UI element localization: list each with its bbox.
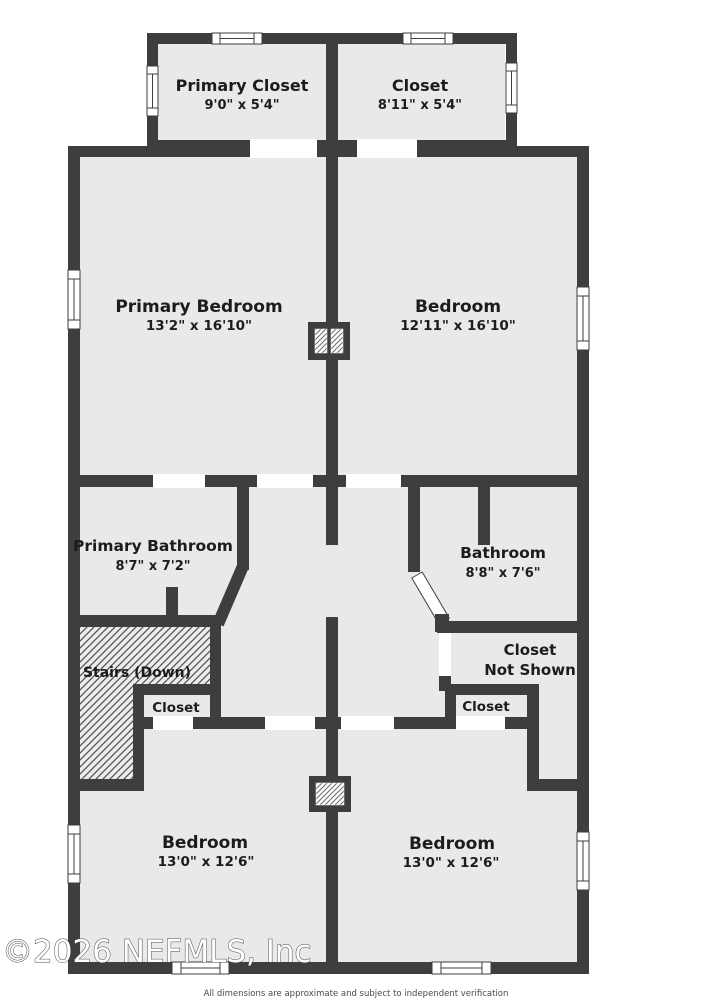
room-label-primary-bathroom: Primary Bathroom (73, 537, 233, 555)
room-dims-primary-bathroom: 8'7" x 7'2" (115, 559, 190, 574)
window-symbol (67, 269, 81, 330)
window-symbol (67, 824, 81, 884)
bathroom-door-jamb (435, 614, 449, 632)
chimney-symbol (309, 776, 351, 812)
room-label-bedroom-upper-right: Bedroom (415, 297, 501, 317)
room-label-bedroom-lower-left: Bedroom (162, 833, 248, 853)
stairs-hatch (80, 627, 210, 779)
room-labels: Primary Closet 9'0" x 5'4" Closet 8'11" … (73, 76, 576, 871)
window-symbol (431, 961, 492, 975)
watermark: ©2026 NEFMLS, Inc (2, 934, 312, 970)
room-label-closet-left: Closet (152, 700, 200, 716)
door-openings (153, 139, 505, 730)
window-symbol (576, 831, 590, 891)
room-label-closet-top: Closet (392, 76, 449, 95)
room-dims-closet-top: 8'11" x 5'4" (378, 98, 462, 113)
room-label-bedroom-lower-right: Bedroom (409, 834, 495, 854)
closet-not-shown-door (439, 633, 451, 676)
disclaimer-text: All dimensions are approximate and subje… (204, 989, 509, 999)
room-label-closet-not-shown-2: Not Shown (484, 661, 576, 679)
room-label-stairs: Stairs (Down) (83, 665, 191, 681)
window-symbol (505, 62, 518, 114)
room-label-closet-not-shown-1: Closet (504, 641, 557, 659)
window-symbol (576, 286, 590, 351)
window-symbol (171, 961, 230, 975)
room-dims-bedroom-lower-right: 13'0" x 12'6" (403, 855, 500, 871)
room-label-primary-bedroom: Primary Bedroom (115, 297, 282, 317)
room-dims-bedroom-upper-right: 12'11" x 16'10" (400, 318, 516, 334)
chimneys (308, 322, 351, 812)
window-symbol (211, 32, 263, 45)
windows (67, 32, 590, 975)
window-symbol (402, 32, 454, 45)
room-label-bathroom: Bathroom (460, 544, 546, 562)
chimney-symbol (308, 322, 350, 360)
room-label-primary-closet: Primary Closet (176, 76, 309, 95)
room-dims-bedroom-lower-left: 13'0" x 12'6" (158, 854, 255, 870)
room-dims-primary-closet: 9'0" x 5'4" (204, 98, 279, 113)
window-symbol (146, 65, 159, 117)
bathroom-door-opening (411, 571, 450, 625)
room-dims-primary-bedroom: 13'2" x 16'10" (146, 318, 252, 334)
room-label-closet-right: Closet (462, 699, 510, 715)
room-dims-bathroom: 8'8" x 7'6" (465, 566, 540, 581)
